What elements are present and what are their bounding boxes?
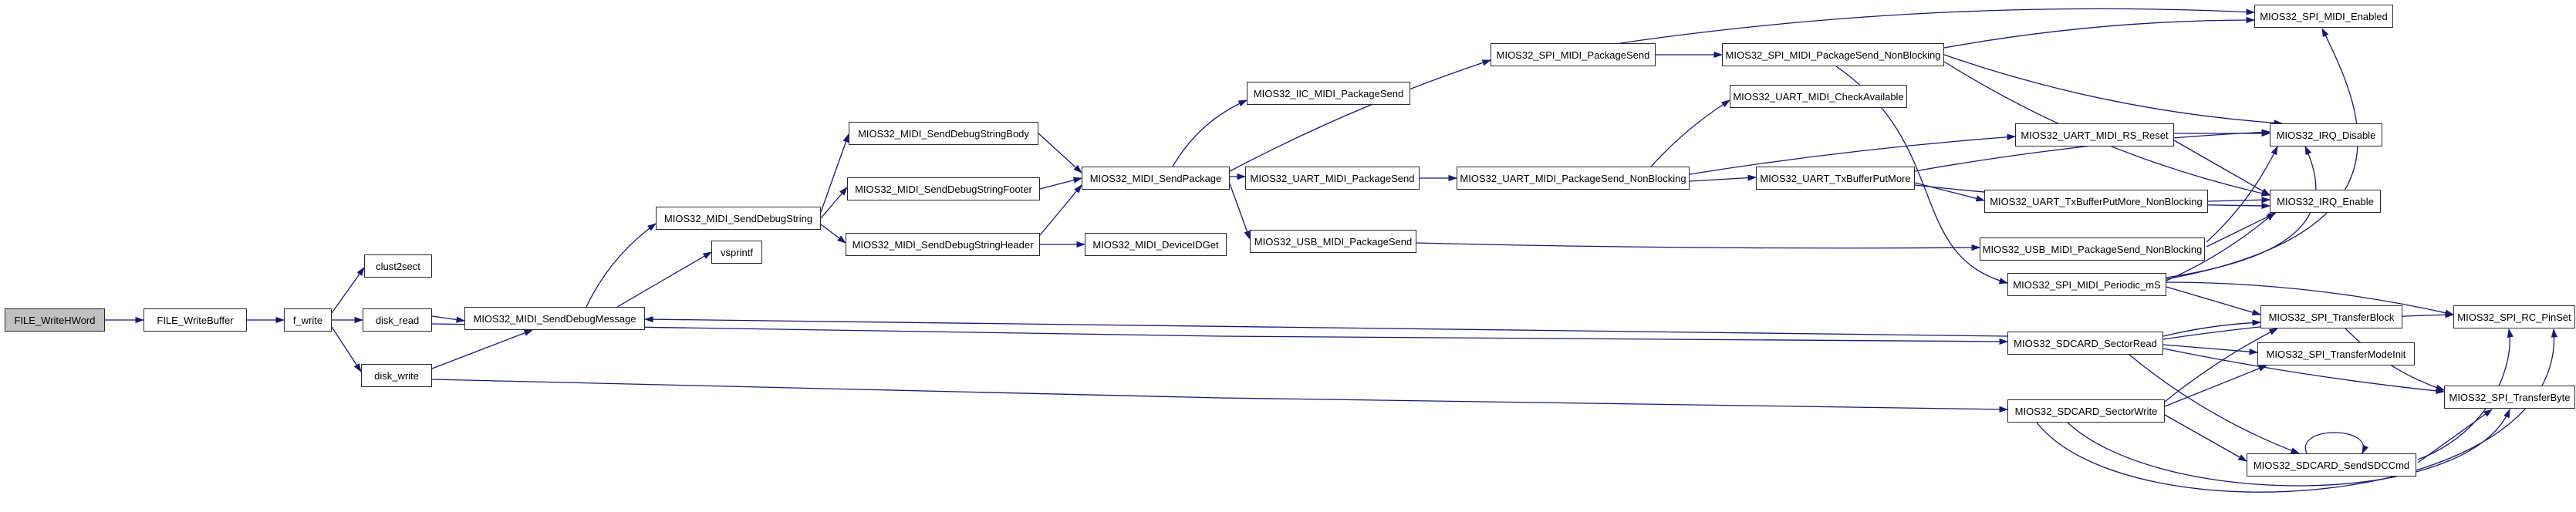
node-file-writebuffer[interactable]: FILE_WriteBuffer	[143, 308, 247, 332]
edge-spi_periodic_ms-to-spi_midi_enabled	[2166, 27, 2358, 280]
edge-spi_packagesend-to-spi_midi_enabled	[1619, 8, 2256, 44]
node-file-writehword: FILE_WriteHWord	[5, 308, 105, 332]
edge-midi_senddebugmessage-to-midi_senddebugstring	[586, 223, 657, 308]
edge-spi_periodic_ms-to-irq_disable	[2166, 145, 2317, 278]
edge-uart_packagesend_nb-to-uart_rs_reset	[1689, 133, 2017, 175]
node-spi-rc-pinset[interactable]: MIOS32_SPI_RC_PinSet	[2453, 305, 2575, 328]
edge-sdcard_sectorwrite-to-spi_transferbyte	[2067, 408, 2510, 487]
edge-uart_txbufferputmore_nb-to-irq_enable	[2207, 197, 2271, 204]
edge-sdcard_sendsdccmd-to-spi_transferbyte	[2417, 409, 2493, 463]
edge-usb_packagesend_nb-to-irq_disable	[2206, 145, 2278, 243]
node-midi-senddebugstring[interactable]: MIOS32_MIDI_SendDebugString	[656, 207, 821, 230]
edge-midi_sendpackage-to-iic_packagesend	[1172, 99, 1248, 167]
edge-uart_txbufferputmore-to-uart_txbufferputmore_nb	[1914, 182, 1986, 202]
node-usb-midi-packagesend[interactable]: MIOS32_USB_MIDI_PackageSend	[1250, 230, 1416, 253]
edge-sdcard_sectorread-to-spi_transferbyte	[2162, 348, 2446, 394]
edge-midi_sendpackage-to-usb_packagesend	[1229, 183, 1251, 241]
edge-sds_footer-to-midi_sendpackage	[1039, 177, 1083, 190]
edge-sdcard_sectorwrite-to-spi_transfermodeinit	[2164, 365, 2268, 407]
edge-disk_write-to-sdcard_sectorwrite	[431, 379, 2009, 413]
node-midi-senddebugmessage[interactable]: MIOS32_MIDI_SendDebugMessage	[464, 307, 645, 330]
node-uart-midi-packagesend-nonblocking[interactable]: MIOS32_UART_MIDI_PackageSend_NonBlocking	[1457, 167, 1690, 190]
node-disk-write[interactable]: disk_write	[361, 364, 432, 387]
node-spi-midi-periodic-ms[interactable]: MIOS32_SPI_MIDI_Periodic_mS	[2007, 273, 2166, 296]
edge-sdcard_sendsdccmd-to-sdcard_sendsdccmd	[2304, 432, 2368, 455]
node-uart-txbufferputmore-nonblocking[interactable]: MIOS32_UART_TxBufferPutMore_NonBlocking	[1984, 190, 2208, 213]
node-irq-enable[interactable]: MIOS32_IRQ_Enable	[2270, 190, 2381, 213]
node-spi-midi-packagesend-nonblocking[interactable]: MIOS32_SPI_MIDI_PackageSend_NonBlocking	[1722, 43, 1944, 66]
node-spi-transferblock[interactable]: MIOS32_SPI_TransferBlock	[2260, 305, 2402, 328]
edge-sds_header-to-midi_sendpackage	[1039, 184, 1082, 236]
node-spi-midi-packagesend[interactable]: MIOS32_SPI_MIDI_PackageSend	[1491, 43, 1656, 66]
node-uart-midi-rs-reset[interactable]: MIOS32_UART_MIDI_RS_Reset	[2015, 123, 2174, 147]
node-spi-transferbyte[interactable]: MIOS32_SPI_TransferByte	[2444, 386, 2575, 409]
edge-disk_write-to-midi_senddebugmessage	[431, 329, 534, 369]
edge-sdcard_sectorwrite-to-sdcard_sendsdccmd	[2164, 414, 2248, 462]
edge-midi_sendpackage-to-spi_packagesend	[1229, 59, 1492, 172]
edge-spi_periodic_ms-to-spi_transferblock	[2166, 286, 2262, 315]
node-sdcard-sendsdccmd[interactable]: MIOS32_SDCARD_SendSDCCmd	[2247, 453, 2416, 477]
node-clust2sect[interactable]: clust2sect	[364, 254, 432, 278]
edge-uart_packagesend_nb-to-uart_txbufferputmore	[1689, 174, 1757, 182]
edge-usb_packagesend_nb-to-irq_enable	[2206, 212, 2277, 248]
edge-sds_body-to-midi_sendpackage	[1038, 133, 1082, 173]
edge-midi_senddebugstring-to-sds_footer	[820, 187, 848, 219]
edge-midi_senddebugstring-to-sds_header	[820, 224, 846, 244]
node-sdcard-sectorread[interactable]: MIOS32_SDCARD_SectorRead	[2007, 332, 2163, 355]
edge-spi_packagesend_nb-to-spi_midi_enabled	[1943, 16, 2256, 49]
node-midi-senddebugstringfooter[interactable]: MIOS32_MIDI_SendDebugStringFooter	[847, 177, 1040, 200]
edge-uart_rs_reset-to-irq_enable	[2173, 140, 2271, 196]
edge-midi_senddebugstring-to-sds_body	[820, 133, 849, 213]
node-spi-midi-enabled[interactable]: MIOS32_SPI_MIDI_Enabled	[2254, 5, 2393, 28]
node-spi-transfermodeinit[interactable]: MIOS32_SPI_TransferModeInit	[2257, 342, 2415, 365]
node-midi-deviceidget[interactable]: MIOS32_MIDI_DeviceIDGet	[1085, 233, 1227, 256]
node-uart-txbufferputmore[interactable]: MIOS32_UART_TxBufferPutMore	[1756, 167, 1915, 190]
node-irq-disable[interactable]: MIOS32_IRQ_Disable	[2270, 123, 2382, 147]
node-usb-midi-packagesend-nonblocking[interactable]: MIOS32_USB_MIDI_PackageSend_NonBlocking	[1980, 237, 2205, 261]
edge-usb_packagesend-to-usb_packagesend_nb	[1416, 242, 1981, 251]
edge-uart_packagesend_nb-to-uart_checkavailable	[1650, 99, 1730, 167]
node-sdcard-sectorwrite[interactable]: MIOS32_SDCARD_SectorWrite	[2007, 399, 2165, 423]
edge-sdcard_sectorread-to-spi_transferblock	[2162, 319, 2262, 337]
edge-spi_periodic_ms-to-irq_enable	[2166, 212, 2275, 281]
edge-sdcard_sectorwrite-to-spi_transferblock	[2164, 328, 2279, 403]
edge-sdcard_sectorread-to-sdcard_sendsdccmd	[2129, 354, 2301, 454]
edge-midi_senddebugmessage-to-vsprintf	[616, 251, 713, 308]
node-vsprintf[interactable]: vsprintf	[711, 241, 762, 264]
edge-f_write-to-disk_write	[331, 326, 362, 372]
node-midi-senddebugstringbody[interactable]: MIOS32_MIDI_SendDebugStringBody	[849, 122, 1038, 145]
node-uart-midi-checkavailable[interactable]: MIOS32_UART_MIDI_CheckAvailable	[1730, 85, 1907, 108]
edge-sdcard_sectorread-to-midi_senddebugmessage	[643, 316, 2008, 337]
edge-spi_packagesend_nb-to-irq_disable	[1943, 54, 2284, 126]
node-midi-senddebugstringheader[interactable]: MIOS32_MIDI_SendDebugStringHeader	[846, 233, 1040, 256]
edge-disk_read-to-midi_senddebugmessage	[431, 315, 466, 323]
node-f-write[interactable]: f_write	[284, 308, 332, 332]
node-uart-midi-packagesend[interactable]: MIOS32_UART_MIDI_PackageSend	[1245, 167, 1420, 190]
node-disk-read[interactable]: disk_read	[363, 308, 432, 332]
node-iic-midi-packagesend[interactable]: MIOS32_IIC_MIDI_PackageSend	[1247, 82, 1410, 105]
edge-spi_periodic_ms-to-spi_rc_pinset	[2166, 281, 2455, 316]
node-midi-sendpackage[interactable]: MIOS32_MIDI_SendPackage	[1082, 167, 1230, 190]
edge-sdcard_sectorread-to-spi_transfermodeinit	[2162, 344, 2259, 355]
edge-f_write-to-clust2sect	[331, 267, 365, 314]
